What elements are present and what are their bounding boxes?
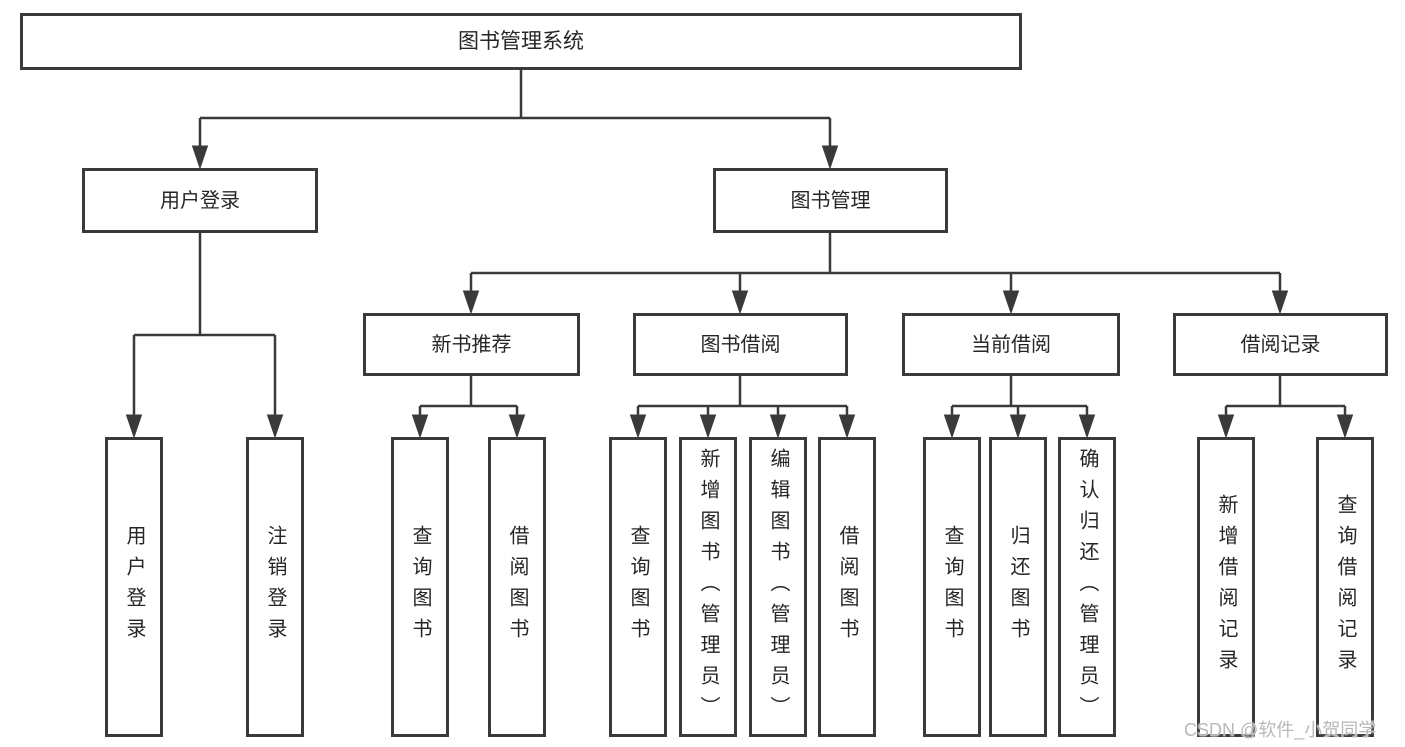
- node-borrowing-records: 借阅记录: [1173, 313, 1388, 376]
- node-current-borrowing: 当前借阅: [902, 313, 1120, 376]
- leaf-return-book: 归还图书: [989, 437, 1047, 737]
- csdn-watermark: CSDN @软件_小贺同学: [1184, 720, 1377, 740]
- node-label: 编辑图书（管理员）: [767, 447, 789, 727]
- leaf-user-login: 用户登录: [105, 437, 163, 737]
- leaf-query-borrow-record: 查询借阅记录: [1316, 437, 1374, 737]
- node-user-login: 用户登录: [82, 168, 318, 233]
- leaf-add-borrow-record: 新增借阅记录: [1197, 437, 1255, 737]
- node-label: 查询借阅记录: [1334, 494, 1356, 680]
- node-label: 借阅图书: [506, 525, 528, 649]
- node-label: 图书借阅: [700, 333, 781, 356]
- node-label: 注销登录: [264, 525, 286, 649]
- leaf-logout: 注销登录: [246, 437, 304, 737]
- node-label: 借阅记录: [1240, 333, 1321, 356]
- node-label: 图书管理系统: [458, 30, 584, 53]
- node-label: 图书管理: [790, 189, 871, 212]
- node-label: 查询图书: [409, 525, 431, 649]
- leaf-confirm-return-admin: 确认归还（管理员）: [1058, 437, 1116, 737]
- node-label: 确认归还（管理员）: [1076, 447, 1098, 727]
- node-book-management: 图书管理: [713, 168, 948, 233]
- node-label: 新增图书（管理员）: [697, 447, 719, 727]
- node-label: 新增借阅记录: [1215, 494, 1237, 680]
- leaf-add-book-admin: 新增图书（管理员）: [679, 437, 737, 737]
- node-label: 归还图书: [1007, 525, 1029, 649]
- leaf-borrow-books-recommend: 借阅图书: [488, 437, 546, 737]
- node-new-book-recommendation: 新书推荐: [363, 313, 580, 376]
- leaf-query-books-borrow: 查询图书: [609, 437, 667, 737]
- leaf-edit-book-admin: 编辑图书（管理员）: [749, 437, 807, 737]
- leaf-query-books-recommend: 查询图书: [391, 437, 449, 737]
- node-library-management-system: 图书管理系统: [20, 13, 1022, 70]
- node-book-borrowing: 图书借阅: [633, 313, 848, 376]
- node-label: 查询图书: [941, 525, 963, 649]
- node-label: 借阅图书: [836, 525, 858, 649]
- node-label: 查询图书: [627, 525, 649, 649]
- node-label: 用户登录: [123, 525, 145, 649]
- node-label: 用户登录: [160, 189, 240, 212]
- node-label: 新书推荐: [431, 333, 512, 356]
- tree-edges: [132, 70, 1347, 435]
- leaf-query-books-current: 查询图书: [923, 437, 981, 737]
- node-label: 当前借阅: [971, 333, 1051, 356]
- leaf-borrow-books: 借阅图书: [818, 437, 876, 737]
- arrowheads: [125, 145, 1354, 439]
